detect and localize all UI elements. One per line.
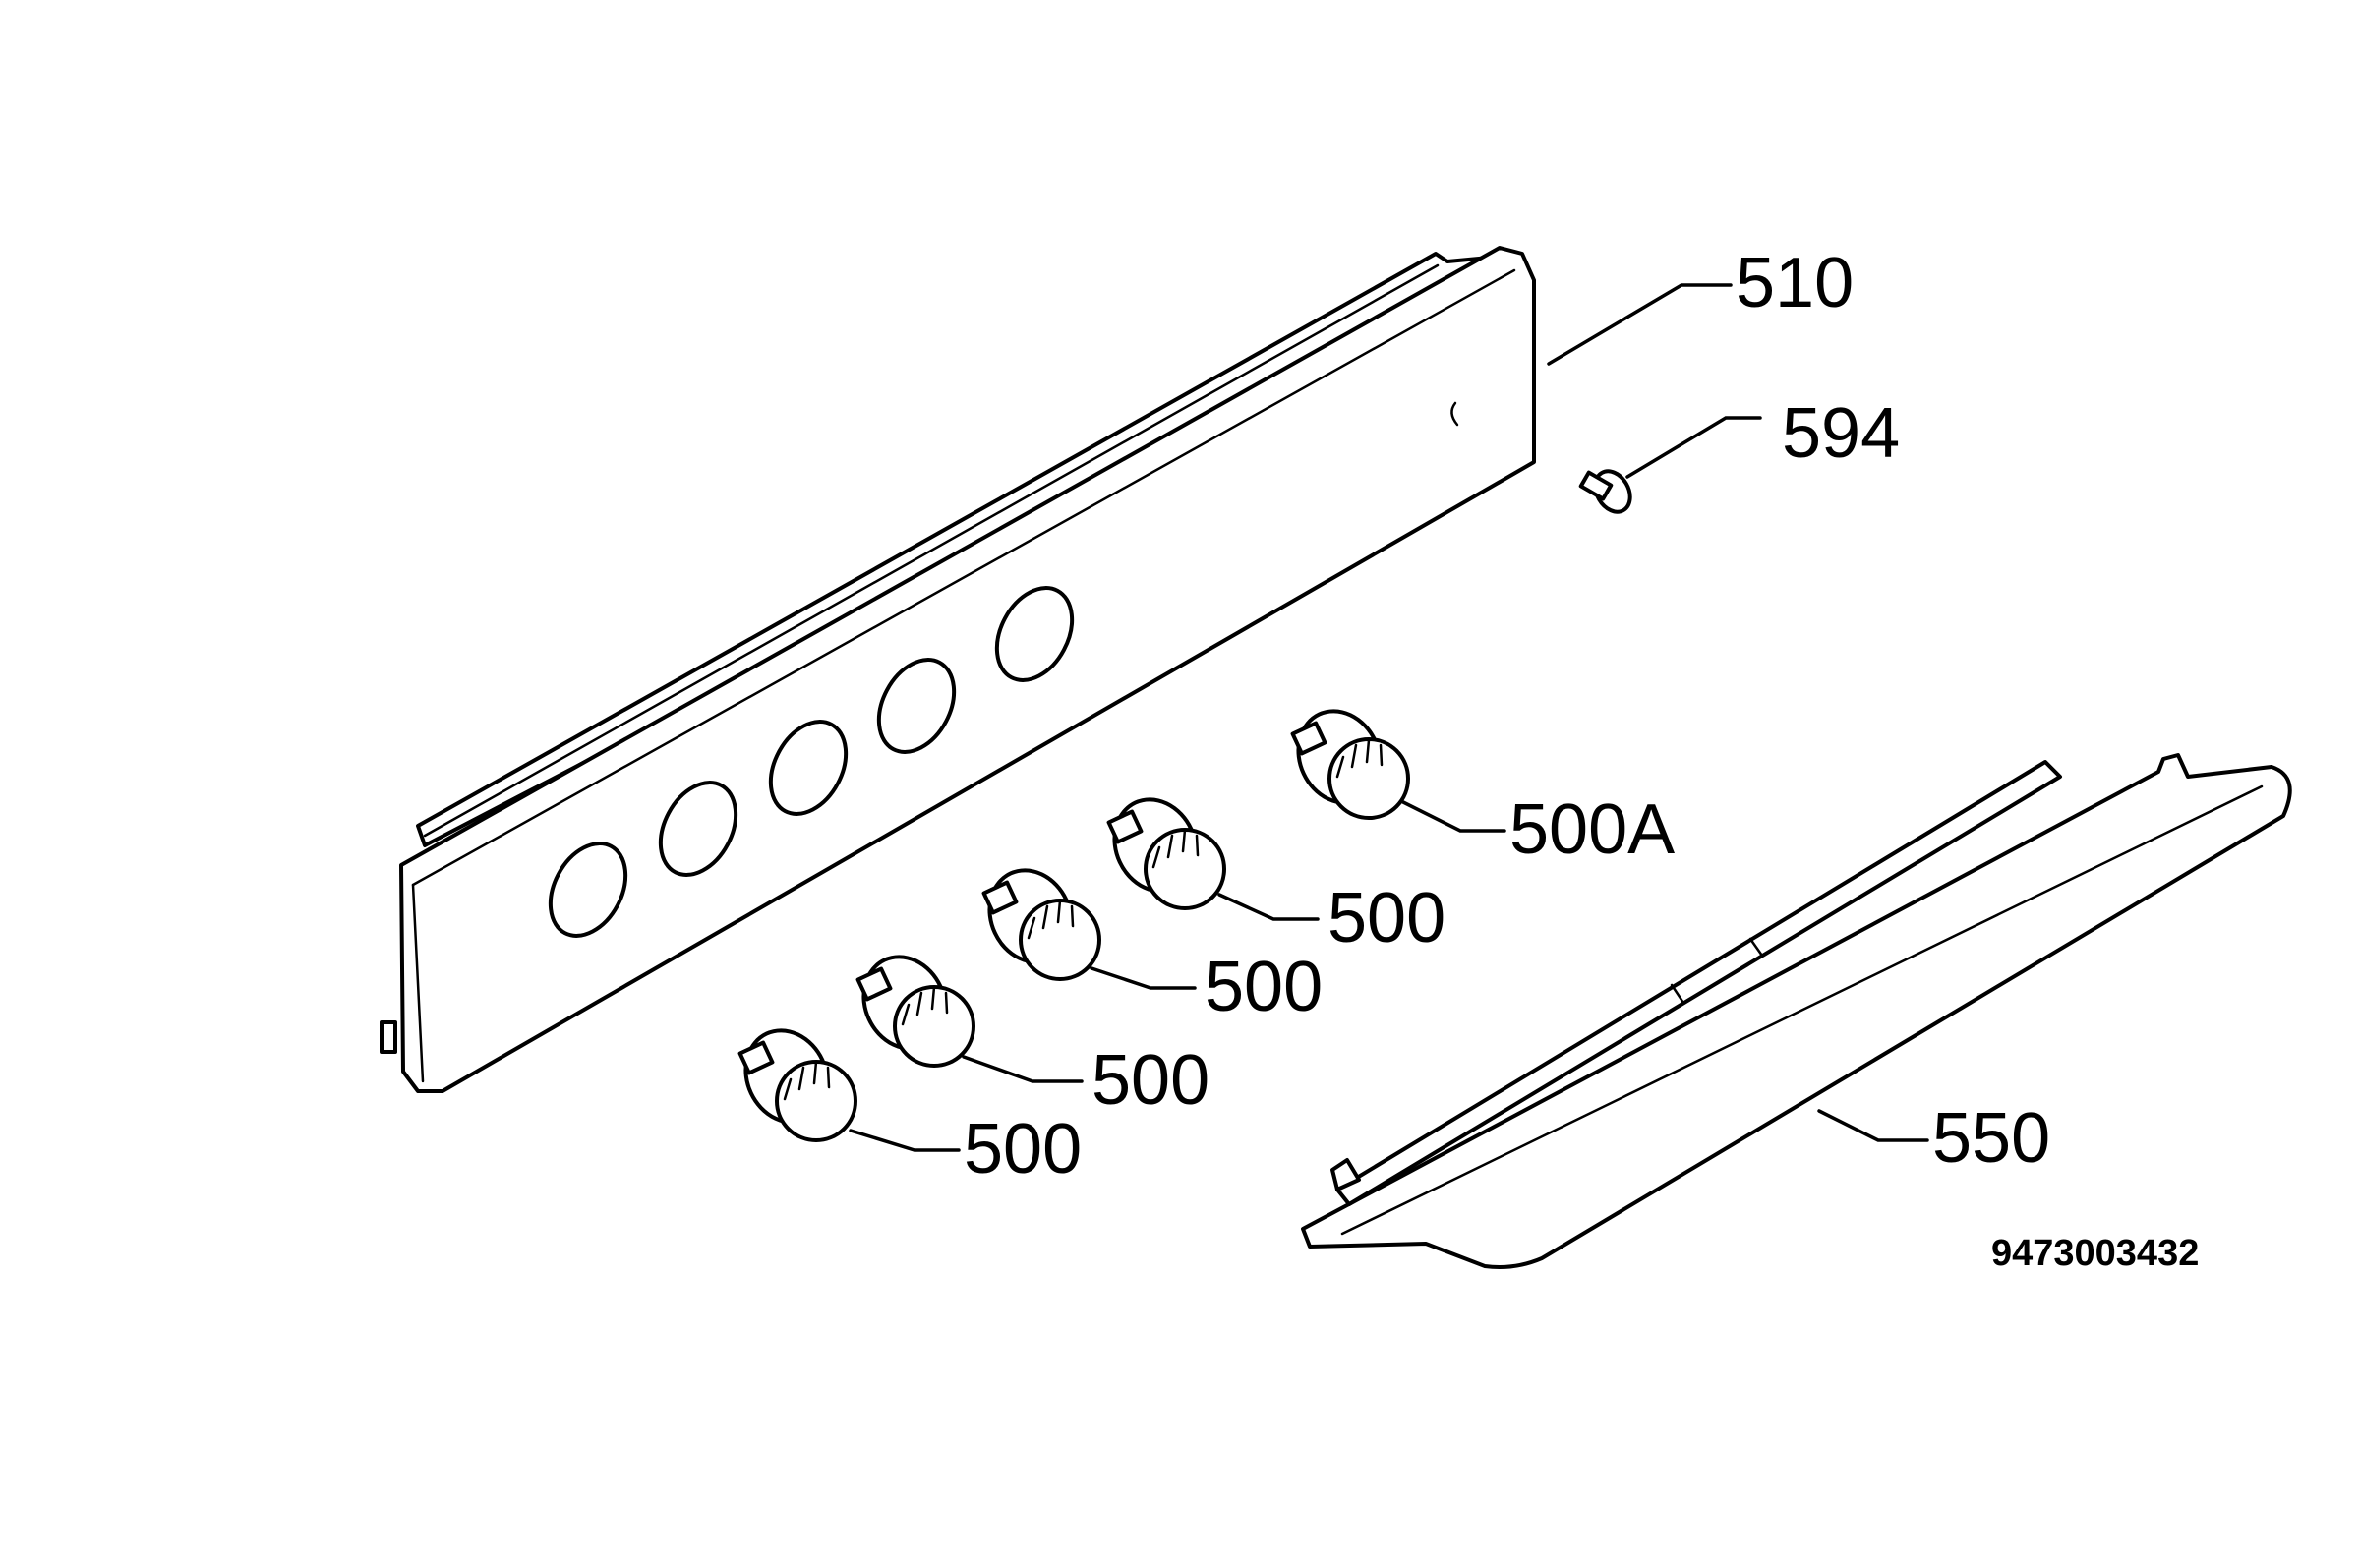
callout-550: 550 [1932, 1099, 2050, 1178]
callout-500-3: 500 [1205, 948, 1323, 1026]
knob-500a [1290, 709, 1410, 820]
knob-500-1 [738, 1028, 857, 1142]
callout-500-2: 500 [1092, 1041, 1210, 1120]
callout-500-4: 500 [1328, 879, 1446, 958]
leader-lines [849, 283, 1929, 1152]
callout-500-1: 500 [964, 1110, 1082, 1189]
knob-500-4 [1106, 797, 1226, 910]
trim-strip [1301, 753, 2292, 1269]
knob-500-2 [856, 955, 975, 1068]
screw [1578, 469, 1632, 514]
control-panel [380, 246, 1536, 1093]
knob-holes [548, 586, 1075, 938]
knob-500-3 [981, 868, 1101, 981]
callout-500a: 500A [1509, 790, 1675, 869]
callout-510: 510 [1736, 244, 1854, 322]
document-number: 9473003432 [1991, 1233, 2199, 1274]
callout-594: 594 [1782, 394, 1900, 473]
